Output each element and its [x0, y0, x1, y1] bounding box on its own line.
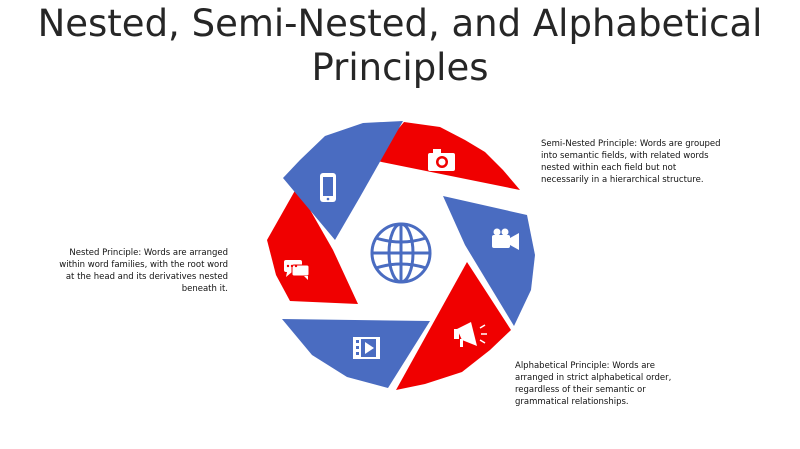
globe-icon: [370, 222, 432, 284]
segment-chat: [267, 187, 358, 304]
video-camera-icon: [492, 228, 519, 250]
segment-megaphone: [396, 262, 511, 390]
film-play-icon: [353, 337, 380, 359]
semi-nested-note: Semi-Nested Principle: Words are grouped…: [541, 139, 721, 185]
megaphone-icon: [454, 322, 487, 347]
page-title: Nested, Semi-Nested, and Alphabetical Pr…: [37, 2, 763, 89]
camera-icon: [428, 149, 455, 171]
smartphone-icon: [320, 173, 336, 202]
segment-phone: [283, 121, 403, 240]
chat-bubbles-icon: [284, 260, 310, 280]
segment-video: [443, 196, 535, 326]
alphabetical-note: Alphabetical Principle: Words are arrang…: [515, 361, 672, 407]
nested-note: Nested Principle: Words are arranged wit…: [59, 248, 228, 294]
